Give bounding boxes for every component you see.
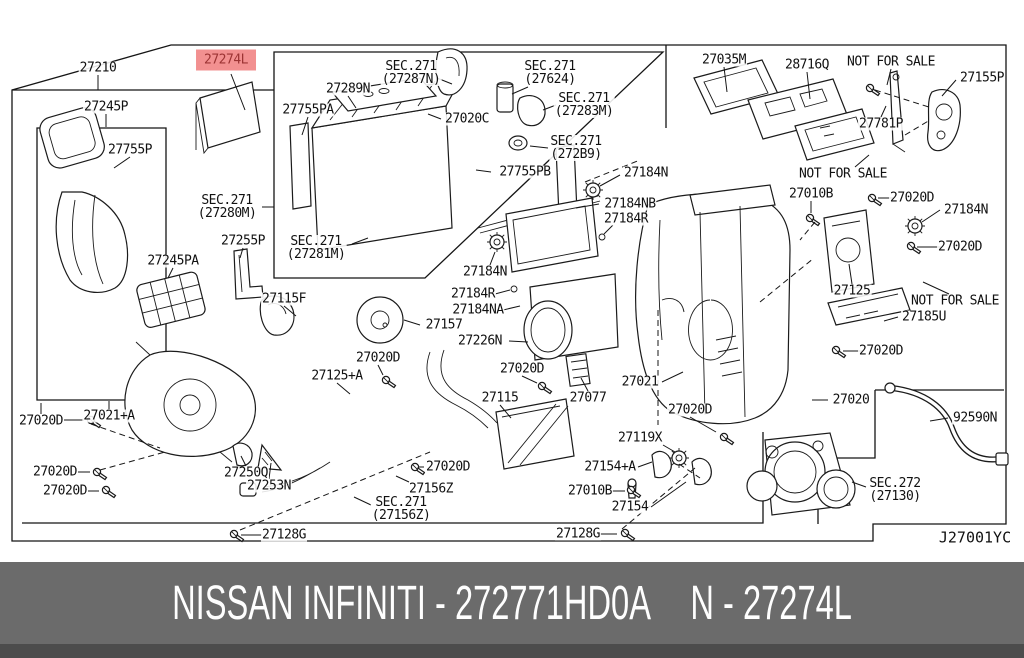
part-label-sec-271-27287n[interactable]: SEC.271 (27287N) [380,59,442,87]
part-label-27077[interactable]: 27077 [568,390,608,406]
part-label-27115[interactable]: 27115 [480,390,520,406]
part-label-27020d[interactable]: 27020D [425,459,471,475]
part-label-27020d[interactable]: 27020D [32,464,78,480]
part-label-not-for-sale: NOT FOR SALE [846,54,936,70]
footer-bar-shadow [0,644,1024,658]
footer-caption: NISSAN INFINITI - 272771HD0A N - 27274L [164,562,860,644]
part-label-sec-271-27156z[interactable]: SEC.271 (27156Z) [370,495,432,523]
part-label-28716q[interactable]: 28716Q [784,57,830,73]
part-label-not-for-sale: NOT FOR SALE [798,166,888,182]
diagram-code-label: J27001YC [938,528,1012,547]
part-label-27010b[interactable]: 27010B [567,483,613,499]
part-label-27245pa[interactable]: 27245PA [146,253,200,269]
part-label-27128g[interactable]: 27128G [555,526,601,542]
part-label-27020d[interactable]: 27020D [667,402,713,418]
part-label-27125[interactable]: 27125 [832,283,872,299]
part-label-27226n[interactable]: 27226N [457,333,503,349]
part-label-27021-a[interactable]: 27021+A [82,408,136,424]
part-label-27155p[interactable]: 27155P [959,70,1005,86]
part-label-sec-271-27281m[interactable]: SEC.271 (27281M) [285,234,347,262]
part-label-27755p[interactable]: 27755P [107,142,153,158]
part-label-27781p[interactable]: 27781P [858,116,904,132]
part-label-27184n[interactable]: 27184N [462,264,508,280]
labels-layer: 27274L 27210 27245P 27755P SEC.271 (27280M) 2… [18,49,1012,547]
footer-bar: NISSAN INFINITI - 272771HD0A N - 27274L [0,562,1024,658]
part-label-27184r[interactable]: 27184R [603,211,649,227]
part-label-sec-271-27283m[interactable]: SEC.271 (27283M) [553,91,615,119]
part-label-27274l-highlighted[interactable]: 27274L [196,49,256,71]
part-label-27255p[interactable]: 27255P [220,233,266,249]
part-label-27245p[interactable]: 27245P [83,99,129,115]
part-label-27020d[interactable]: 27020D [18,413,64,429]
part-label-27115f[interactable]: 27115F [261,291,307,307]
part-label-27157[interactable]: 27157 [424,317,464,333]
part-label-27755pb[interactable]: 27755PB [498,164,552,180]
part-label-27020d[interactable]: 27020D [355,350,401,366]
part-label-sec-271-27280m[interactable]: SEC.271 (27280M) [196,193,258,221]
part-label-27020c[interactable]: 27020C [444,111,490,127]
part-label-27184nb[interactable]: 27184NB [603,196,657,212]
part-label-27154[interactable]: 27154 [610,499,650,515]
part-label-27184n[interactable]: 27184N [623,165,669,181]
diagram-line-art [11,44,1009,543]
part-label-27250q[interactable]: 27250Q [223,465,269,481]
footer-part-number: N - 27274L [690,576,852,630]
part-label-27184na[interactable]: 27184NA [451,302,505,318]
part-label-27184n[interactable]: 27184N [943,202,989,218]
part-label-27020d[interactable]: 27020D [499,361,545,377]
part-label-27125-a[interactable]: 27125+A [310,368,364,384]
part-label-27119x[interactable]: 27119X [617,430,663,446]
part-label-27010b[interactable]: 27010B [788,186,834,202]
part-label-27021[interactable]: 27021 [620,374,660,390]
part-label-27020[interactable]: 27020 [831,392,871,408]
part-filter-27274l [199,81,261,149]
part-label-not-for-sale: NOT FOR SALE [910,293,1000,309]
part-label-27020d[interactable]: 27020D [889,190,935,206]
part-label-sec-272-27130[interactable]: SEC.272 (27130) [868,476,922,504]
part-label-27128g[interactable]: 27128G [261,527,307,543]
part-label-27154-a[interactable]: 27154+A [583,459,637,475]
part-label-27020d[interactable]: 27020D [937,239,983,255]
part-label-27289n[interactable]: 27289N [325,81,371,97]
part-label-92590n[interactable]: 92590N [952,410,998,426]
part-label-27755pa[interactable]: 27755PA [281,102,335,118]
footer-part-info: NISSAN INFINITI - 272771HD0A [172,576,651,630]
part-label-sec-271-27624[interactable]: SEC.271 (27624) [523,59,577,87]
part-label-27035m[interactable]: 27035M [701,52,747,68]
part-label-27253n[interactable]: 27253N [246,478,292,494]
part-label-27156z[interactable]: 27156Z [408,481,454,497]
part-label-sec-271-272b9[interactable]: SEC.271 (272B9) [549,134,603,162]
part-label-27020d[interactable]: 27020D [42,483,88,499]
part-label-27185u[interactable]: 27185U [901,309,947,325]
part-label-27020d[interactable]: 27020D [858,343,904,359]
part-label-27210[interactable]: 27210 [78,60,118,76]
part-label-27184r[interactable]: 27184R [450,286,496,302]
